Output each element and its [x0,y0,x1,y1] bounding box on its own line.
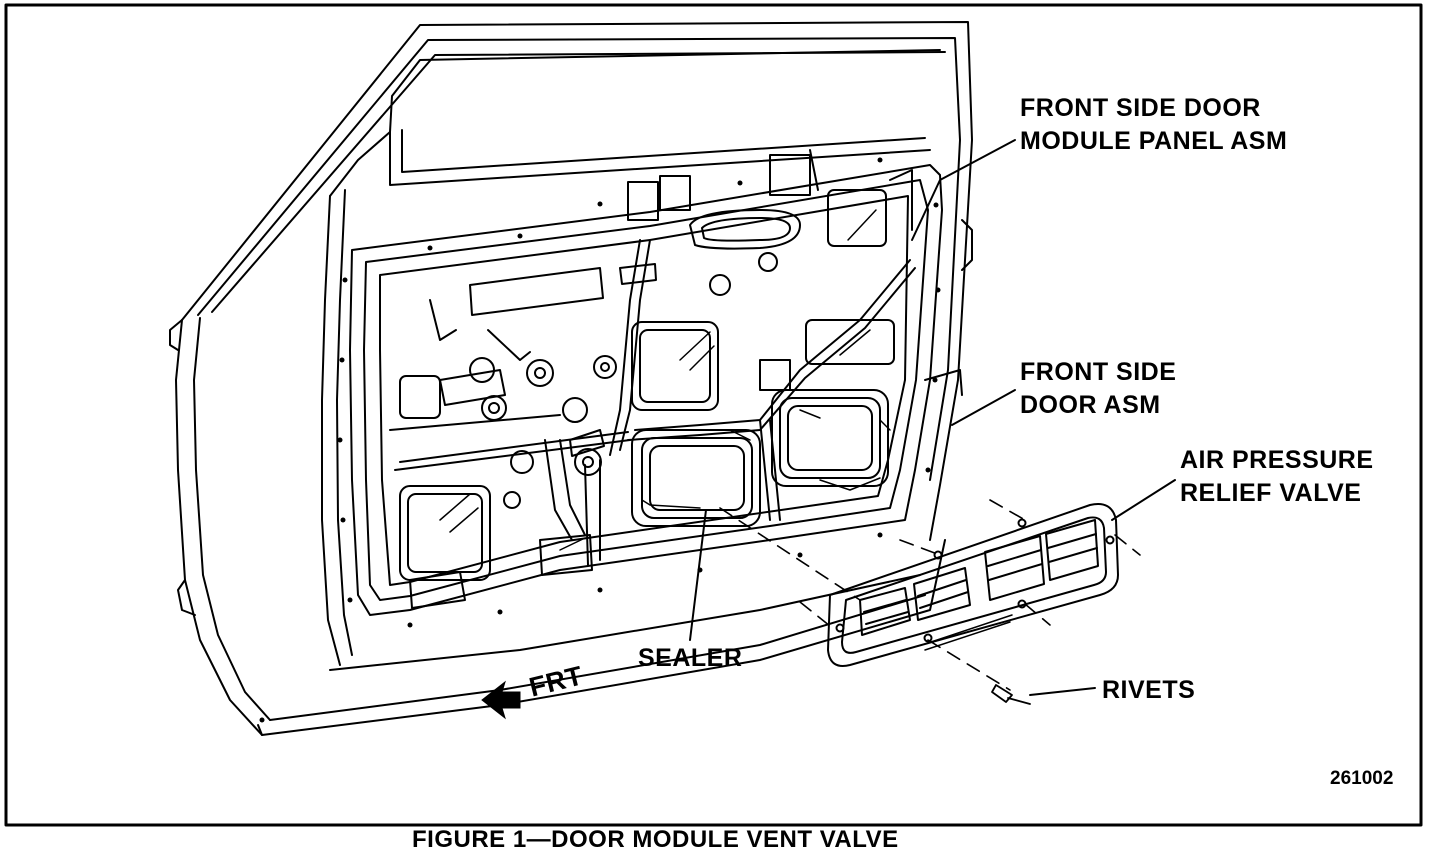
label-relief-valve: AIR PRESSURE RELIEF VALVE [1180,444,1374,510]
label-module-panel-line1: FRONT SIDE DOOR [1020,94,1261,122]
alignment-lines [719,499,1141,691]
leader-lines [689,139,1176,696]
panel-fastener-dots [259,157,941,723]
label-rivets: RIVETS [1102,676,1196,704]
label-sealer: SEALER [638,644,743,672]
label-door-asm: FRONT SIDE DOOR ASM [1020,356,1176,422]
front-arrow-icon [481,680,521,720]
module-panel [349,149,943,616]
label-door-line1: FRONT SIDE [1020,358,1177,386]
figure-caption: FIGURE 1—DOOR MODULE VENT VALVE [412,826,899,853]
door-shell [169,21,973,736]
figure-border [4,3,1423,827]
label-module-panel-line2: MODULE PANEL ASM [1020,127,1288,155]
air-pressure-relief-valve [827,503,1119,667]
label-module-panel: FRONT SIDE DOOR MODULE PANEL ASM [1020,92,1287,158]
figure-number: 261002 [1330,768,1394,789]
label-relief-valve-line2: RELIEF VALVE [1180,479,1362,507]
label-relief-valve-line1: AIR PRESSURE [1180,446,1374,474]
rivet-part [991,684,1031,705]
label-door-line2: DOOR ASM [1020,391,1161,419]
